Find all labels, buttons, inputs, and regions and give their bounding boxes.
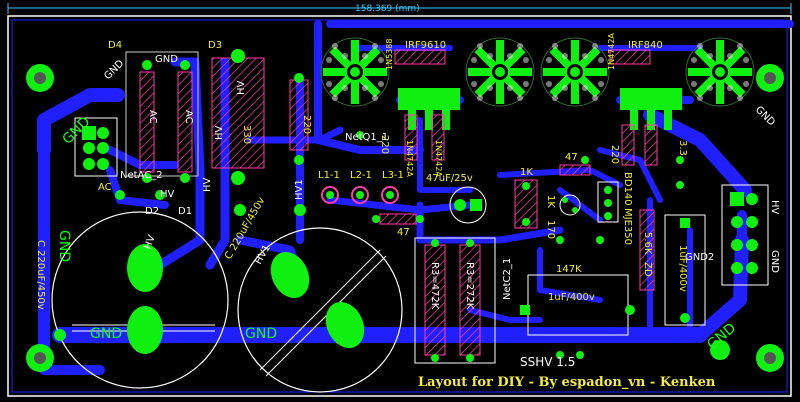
- label-hv-d3b: HV: [214, 125, 225, 140]
- label-r3-472k: R3=472K: [429, 262, 440, 310]
- label-ac-a: AC: [147, 110, 158, 124]
- label-l2: L2-1: [350, 170, 372, 181]
- label-1n4742a-a: 1N4742A: [405, 140, 414, 177]
- label-gnd-bottom: GND: [90, 326, 122, 342]
- resistor-array: [414, 237, 496, 364]
- label-d1: D1: [178, 206, 192, 217]
- label-c-left: C 220uF/450v: [35, 240, 46, 310]
- resistor-330: [211, 49, 265, 185]
- label-r1k: 1K: [520, 167, 533, 178]
- label-hv1-left: HV1: [294, 179, 305, 200]
- mosfet-irf840: [620, 88, 682, 130]
- connector-ac: [74, 117, 118, 177]
- misc-pads: [54, 131, 730, 360]
- label-d2: D2: [145, 206, 159, 217]
- capacitor-left: [51, 211, 229, 389]
- heatsink-2: [464, 36, 536, 108]
- diodes-1n4742: [394, 49, 651, 161]
- label-r47b: 47: [565, 152, 578, 163]
- label-netq1: NetQ1_1: [345, 132, 388, 143]
- label-1n4742a-b: 1N4742A: [434, 140, 443, 177]
- label-d3: D3: [208, 40, 222, 51]
- label-netc2: NetC2_1: [502, 258, 513, 300]
- label-hv-left: HV: [202, 177, 213, 192]
- label-hv-cap: HV: [142, 234, 157, 251]
- label-r1k-b: 1K: [545, 195, 556, 208]
- label-r170: 170: [545, 220, 556, 239]
- label-irf9610: IRF9610: [405, 40, 446, 51]
- heatsink-4: [684, 36, 756, 108]
- resistor-1k-area: [514, 164, 591, 229]
- label-ac-b: AC: [183, 110, 194, 124]
- label-net-ac: NetAC_2: [120, 170, 163, 181]
- heatsink-1: [319, 36, 391, 108]
- capacitor-1uf-right: [664, 214, 706, 326]
- dimension-line: 158.369 (mm): [7, 3, 792, 14]
- label-bd140: BD140: [622, 172, 633, 206]
- label-irf840: IRF840: [628, 40, 663, 51]
- diode-d4: [125, 51, 199, 183]
- label-gnd2: GND2: [685, 252, 714, 263]
- resistor-47a: [372, 213, 424, 225]
- capacitor-middle: [237, 227, 403, 393]
- label-l1: L1-1: [318, 170, 340, 181]
- label-gnd-right2: GND: [769, 250, 780, 273]
- silkscreen-labels: D4 D3 GND GND HV HV 330 220 HV HV1 AC AC…: [35, 33, 780, 390]
- label-c1uf-b: 1uF/400v: [677, 245, 688, 292]
- dimension-text: 158.369 (mm): [355, 4, 420, 14]
- label-r3-272k: R3=272K: [464, 262, 475, 310]
- board-name: SSHV 1.5: [520, 355, 575, 369]
- label-r47a: 47: [397, 227, 410, 238]
- connector-right: [721, 184, 769, 286]
- label-c1uf-a: 1uF/400v: [548, 292, 595, 303]
- label-hv-d3: HV: [236, 80, 247, 95]
- label-l3: L3-1: [382, 170, 404, 181]
- label-zd: ZD: [642, 262, 653, 277]
- board-title: Layout for DIY - By espadon_vn - Kenken: [418, 375, 716, 390]
- board-outline: [7, 15, 792, 397]
- label-gnd-left2: GND: [56, 230, 72, 262]
- label-r56k: 5.6K: [642, 232, 653, 255]
- label-ac-bottom: AC: [98, 182, 112, 193]
- label-mje350: MJE350: [622, 208, 633, 245]
- label-r220b: 220: [609, 145, 620, 164]
- capacitor-47uf: [449, 186, 487, 224]
- label-r220a: 220: [379, 135, 390, 154]
- label-1n5388: 1N5388: [385, 39, 394, 70]
- heatsink-3: [539, 36, 611, 108]
- label-hv-right: HV: [769, 200, 780, 215]
- mounting-holes: [26, 64, 784, 372]
- label-cap47: 47uF/25v: [426, 173, 473, 184]
- inductors-l: [321, 186, 399, 204]
- label-r147k: 147K: [556, 264, 582, 275]
- transistor-bd140: [597, 181, 619, 223]
- label-gnd-bottom2: GND: [245, 326, 277, 342]
- label-hv-d2: HV: [160, 189, 175, 200]
- capacitor-1uf: [520, 274, 635, 336]
- zener-resistor: [621, 124, 658, 291]
- label-1n4742a-c: 1N4742A: [607, 33, 616, 70]
- label-r330: 330: [241, 125, 252, 144]
- label-r33: 3.3: [677, 140, 688, 156]
- label-d4: D4: [108, 40, 122, 51]
- resistor-220v: [289, 73, 309, 165]
- label-gnd-top: GND: [155, 54, 178, 65]
- label-r220v: 220: [301, 115, 312, 134]
